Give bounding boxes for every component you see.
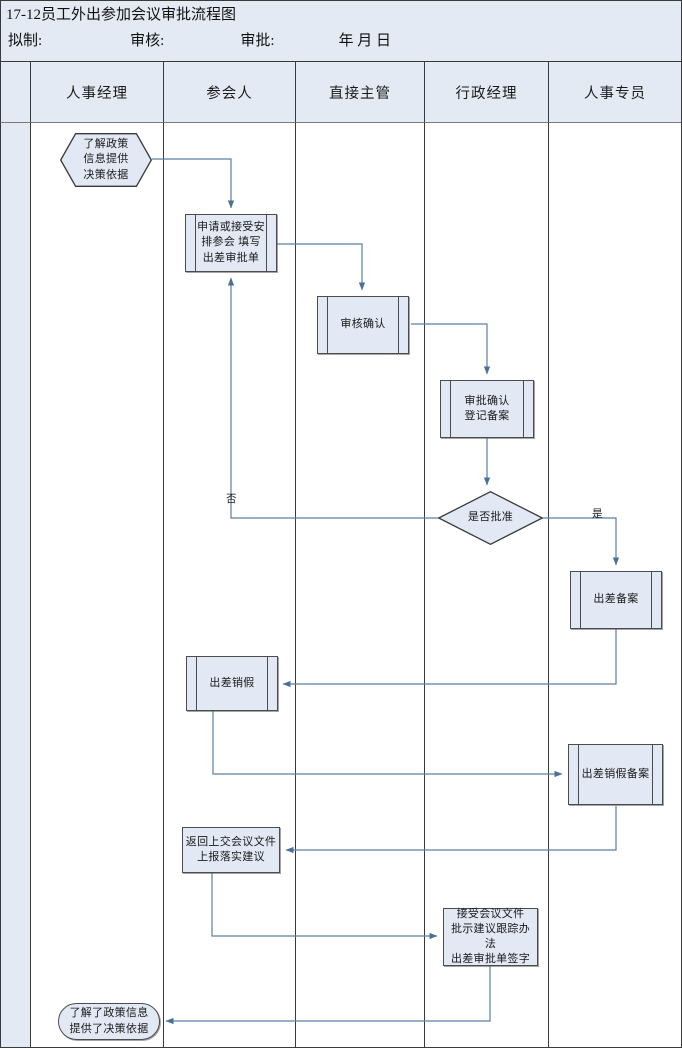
node-review-confirm[interactable]: 审核确认 (317, 296, 409, 354)
hexagon-outline-icon (60, 133, 152, 187)
node-decision-approved[interactable]: 是否批准 (438, 491, 543, 545)
node-approve-register-record[interactable]: 审批确认登记备案 (440, 380, 534, 438)
hexagon-fill (60, 133, 152, 187)
node-travel-record[interactable]: 出差备案 (570, 571, 662, 629)
lane-header-attendee: 参会人 (163, 61, 295, 123)
approved-by-label: 审批: (240, 33, 275, 49)
node-understand-policy-start[interactable]: 了解政策信息提供决策依据 (60, 133, 152, 187)
reviewed-by-label: 审核: (130, 33, 165, 49)
lane-header-hr-specialist: 人事专员 (548, 61, 682, 123)
node-label: 申请或接受安排参会 填写出差审批单 (197, 221, 265, 264)
node-label: 出差销假 (209, 676, 255, 689)
diamond-outline-icon (438, 491, 543, 545)
lane-body-admin-manager (424, 123, 548, 1048)
node-label: 返回上交会议文件上报落实建议 (185, 835, 277, 863)
edge-label-yes: 是 (592, 509, 603, 520)
node-travel-leave-cancel[interactable]: 出差销假 (186, 656, 278, 711)
node-label: 审批确认登记备案 (464, 394, 510, 422)
lane-body-hr-manager (30, 123, 163, 1048)
node-label: 接受会议文件批示建议跟踪办法出差审批单签字 (450, 907, 531, 966)
node-label: 出差销假备案 (581, 767, 650, 780)
node-understood-policy-end[interactable]: 了解了政策信息提供了决策依据 (58, 1003, 160, 1040)
date-label: 年 月 日 (338, 33, 392, 49)
lane-body-spacer (0, 123, 30, 1048)
node-label: 了解政策信息提供决策依据 (83, 138, 129, 181)
lane-header-admin-manager: 行政经理 (424, 61, 548, 123)
node-label: 了解了政策信息提供了决策依据 (69, 1007, 149, 1035)
node-apply-or-accept-meeting[interactable]: 申请或接受安排参会 填写出差审批单 (185, 214, 277, 272)
title-block: 17-12员工外出参加会议审批流程图 拟制: 审核: 审批: 年 月 日 (0, 0, 682, 61)
page-title: 17-12员工外出参加会议审批流程图 (6, 7, 236, 23)
signature-row: 拟制: 审核: 审批: 年 月 日 (8, 29, 391, 50)
node-travel-leave-cancel-record[interactable]: 出差销假备案 (568, 744, 663, 805)
node-return-meeting-docs[interactable]: 返回上交会议文件上报落实建议 (182, 827, 280, 873)
drafted-by-label: 拟制: (8, 33, 43, 49)
node-receive-docs-sign[interactable]: 接受会议文件批示建议跟踪办法出差审批单签字 (443, 908, 538, 966)
node-label: 审核确认 (340, 318, 386, 331)
node-label: 出差备案 (593, 593, 639, 606)
lane-header-direct-supervisor: 直接主管 (295, 61, 424, 123)
node-label: 是否批准 (467, 511, 514, 524)
lane-header-hr-manager: 人事经理 (30, 61, 163, 123)
lane-header-spacer (0, 61, 30, 123)
edge-label-no: 否 (226, 494, 237, 505)
lane-body-direct-supervisor (295, 123, 424, 1048)
